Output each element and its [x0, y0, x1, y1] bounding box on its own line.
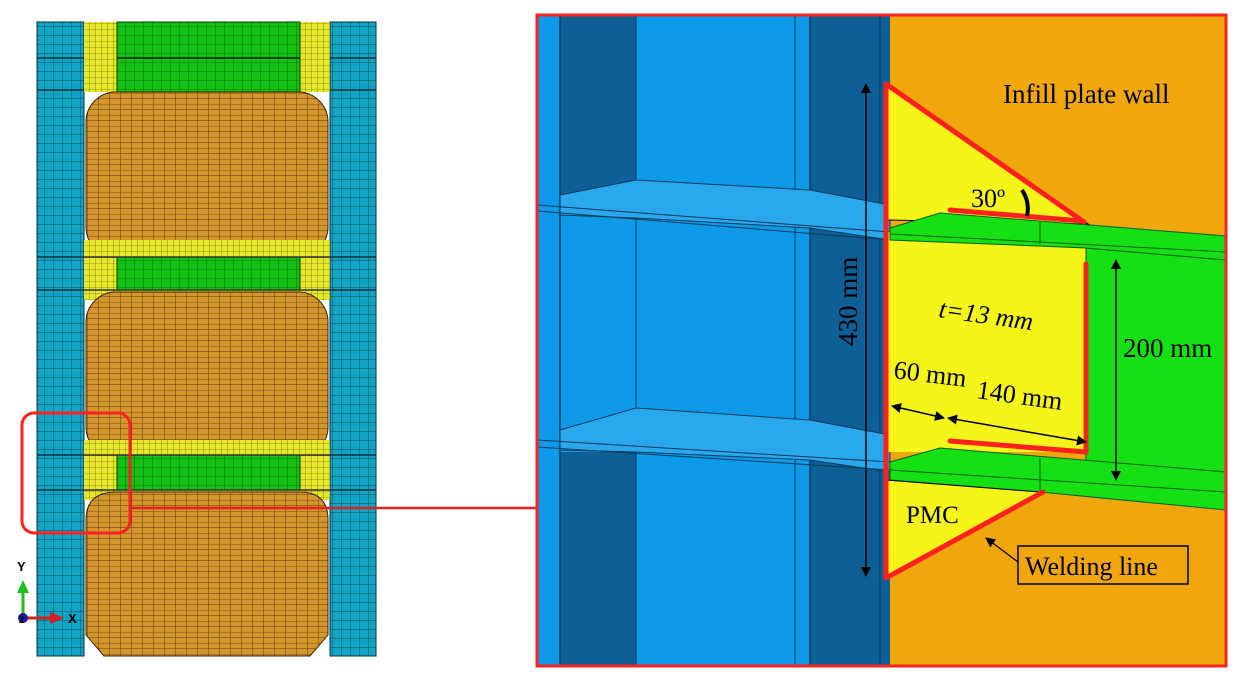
detail-view: Infill plate wall 30º 430 mm t=13 mm 200… — [535, 13, 1228, 668]
axis-z-label: Z — [19, 615, 25, 625]
welding-line-box — [1017, 545, 1189, 585]
dim-60-line — [891, 403, 945, 421]
welding-leader — [985, 537, 1019, 563]
beam-depth-label: 200 mm — [1123, 333, 1212, 363]
beam-web-plate — [886, 232, 1086, 452]
axis-triad: Y X Z — [17, 559, 77, 626]
detail-border — [535, 13, 1228, 668]
dim-140-line — [947, 414, 1087, 446]
infill-panel-3 — [85, 491, 329, 657]
welding-line-label: Welding line — [1025, 552, 1158, 581]
column-flange — [810, 15, 890, 666]
infill-panel-1 — [85, 91, 329, 258]
middle-beam-mesh — [116, 256, 301, 291]
infill-plate-label: Infill plate wall — [1003, 79, 1169, 109]
column-dark-strip-left — [560, 15, 636, 195]
angle-arc — [1020, 188, 1030, 217]
right-column-mesh — [329, 21, 377, 657]
fe-mesh-model — [20, 21, 377, 657]
axis-x-label: X — [68, 611, 77, 626]
infill-panel-2 — [85, 291, 329, 458]
zoom-region-box — [20, 411, 132, 535]
left-column-mesh — [36, 21, 85, 657]
column-dark-strip-left-lower — [560, 452, 636, 666]
angle-label: 30º — [971, 184, 1005, 213]
height-430-label: 430 mm — [833, 257, 863, 346]
bottom-beam-mesh — [116, 454, 301, 491]
pmc-label: PMC — [906, 502, 959, 529]
axis-y-label: Y — [17, 559, 26, 574]
